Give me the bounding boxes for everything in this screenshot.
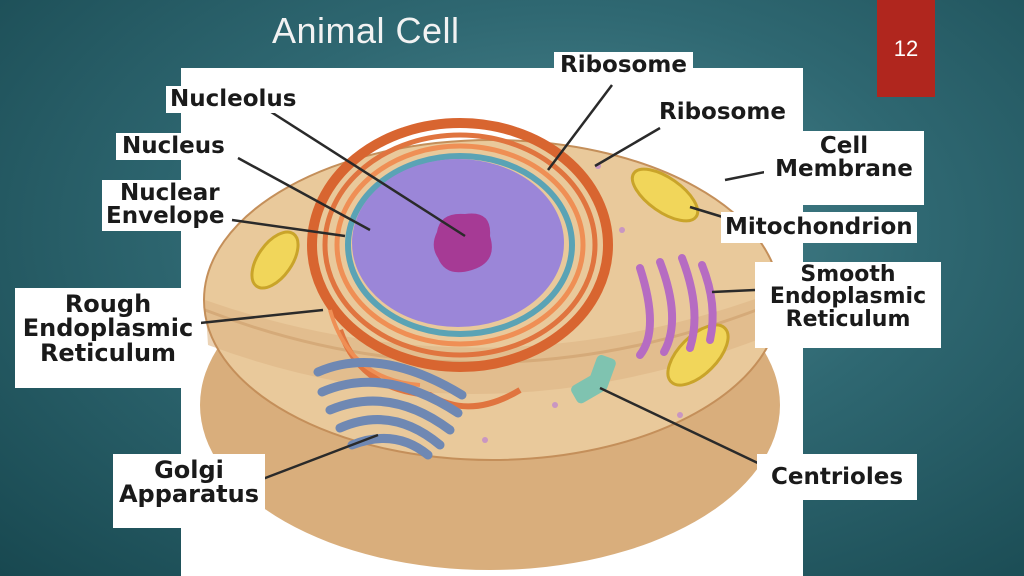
label-ribosome-top: Ribosome bbox=[554, 52, 693, 79]
label-nucleus: Nucleus bbox=[116, 133, 231, 160]
label-ribosome-right: Ribosome bbox=[655, 99, 790, 126]
label-nucleolus: Nucleolus bbox=[166, 86, 301, 113]
label-cell-membrane: Cell Membrane bbox=[764, 131, 924, 205]
label-centrioles: Centrioles bbox=[757, 454, 917, 500]
label-mitochondrion: Mitochondrion bbox=[721, 212, 917, 243]
label-smooth-er: Smooth Endoplasmic Reticulum bbox=[755, 262, 941, 348]
label-rough-er: Rough Endoplasmic Reticulum bbox=[15, 288, 201, 388]
label-golgi-apparatus: Golgi Apparatus bbox=[113, 454, 265, 528]
label-nuclear-envelope: Nuclear Envelope bbox=[102, 180, 228, 231]
